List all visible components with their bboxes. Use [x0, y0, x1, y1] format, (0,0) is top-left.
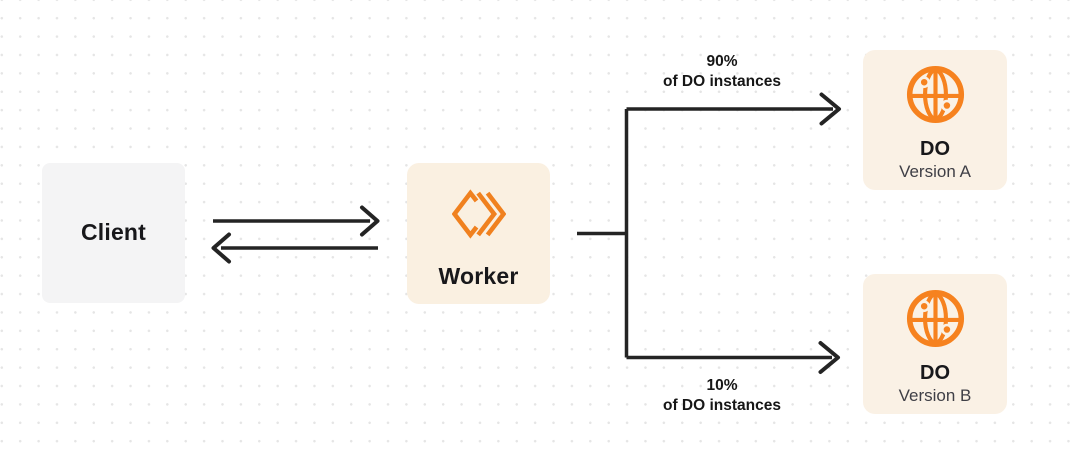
- durable-object-globe-icon: [904, 287, 967, 350]
- edge-label-90-percent: 90% of DO instances: [632, 52, 812, 92]
- cloudflare-workers-icon: [451, 186, 506, 242]
- do-version-a-subtitle: Version A: [899, 162, 971, 181]
- edge-label-10-percent-caption: of DO instances: [663, 397, 781, 414]
- worker-node: Worker: [407, 163, 550, 304]
- arrow-client-to-worker: [213, 205, 380, 237]
- arrow-to-do-version-a: [626, 92, 841, 126]
- edge-label-10-percent-value: 10%: [706, 377, 738, 394]
- arrow-to-do-version-b: [626, 341, 840, 374]
- do-version-a-title: DO: [920, 138, 950, 160]
- branch-connector: [577, 109, 629, 358]
- do-version-b-subtitle: Version B: [898, 386, 972, 405]
- arrow-worker-to-client: [211, 232, 378, 264]
- edge-label-10-percent: 10% of DO instances: [632, 376, 812, 416]
- do-version-b-title: DO: [920, 362, 950, 384]
- client-node: Client: [42, 163, 185, 303]
- edge-label-90-percent-value: 90%: [706, 53, 738, 70]
- durable-object-globe-icon: [904, 63, 967, 126]
- edge-label-90-percent-caption: of DO instances: [663, 73, 781, 90]
- do-version-b-node: DO Version B: [863, 274, 1007, 414]
- client-label: Client: [80, 219, 147, 246]
- do-version-a-node: DO Version A: [863, 50, 1007, 190]
- worker-label: Worker: [438, 263, 519, 289]
